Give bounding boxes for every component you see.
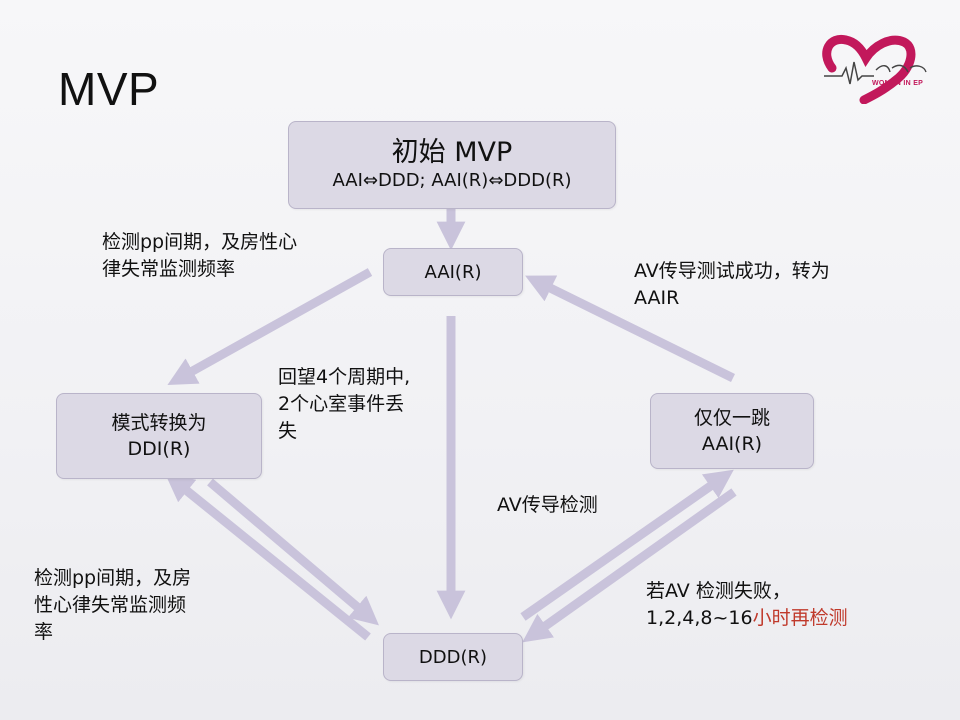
label-bottom-right-line1: 若AV 检测失败， [646,580,791,602]
node-ddd: DDD(R) [383,633,523,681]
arrow-ddi-to-ddd [207,478,379,626]
node-aair-label: AAI(R) [424,261,482,283]
label-bottom-left-line1: 检测pp间期，及房 [34,567,192,589]
women-in-ep-logo [822,34,927,104]
label-top-left-line1: 检测pp间期，及房性心 [102,231,298,253]
arrow-single-to-ddd [522,488,737,643]
node-initial-subtitle: AAI⇔DDD; AAI(R)⇔DDD(R) [332,170,572,191]
label-middle-line3: 失 [278,420,298,442]
label-top-right-line2: AAIR [634,287,680,309]
label-bottom-right: 若AV 检测失败， 1,2,4,8~16小时再检测 [646,578,946,632]
node-initial-title: 初始 MVP [391,137,513,168]
label-bottom-right-hours: 小时再检测 [752,607,848,629]
arrow-aair-to-ddi [167,268,373,386]
node-ddi: 模式转换为 DDI(R) [56,393,262,479]
arrow-ddd-to-ddi [164,472,371,641]
node-initial-mvp: 初始 MVP AAI⇔DDD; AAI(R)⇔DDD(R) [288,121,616,209]
label-top-left-line2: 律失常监测频率 [102,258,236,280]
label-top-right-line1: AV传导测试成功，转为 [634,260,830,282]
node-ddi-line2: DDI(R) [127,438,191,460]
node-single-line1: 仅仅一跳 [693,407,770,429]
label-bottom-right-numbers: 1,2,4,8~16 [646,607,753,629]
label-middle-line1: 回望4个周期中, [278,366,411,388]
label-bottom-right-line2: 1,2,4,8~16小时再检测 [646,605,946,632]
page-title: MVP [58,63,160,115]
label-middle-line2: 2个心室事件丢 [278,393,405,415]
node-single-skip: 仅仅一跳 AAI(R) [650,393,814,469]
node-ddd-label: DDD(R) [418,646,488,668]
node-single-line2: AAI(R) [701,433,763,455]
label-bottom-left-line3: 率 [34,621,54,643]
label-middle: 回望4个周期中, 2个心室事件丢 失 [278,364,458,445]
node-ddi-line1: 模式转换为 [111,412,207,434]
node-aair: AAI(R) [383,248,523,296]
label-top-right: AV传导测试成功，转为 AAIR [634,258,894,312]
label-bottom-left-line2: 性心律失常监测频 [34,594,187,616]
arrow-ddd-to-single [520,469,734,621]
logo-caption: WOMEN IN EP [872,80,924,87]
label-av-test: AV传导检测 [497,494,598,516]
label-top-left: 检测pp间期，及房性心 律失常监测频率 [102,229,362,283]
arrow-single-to-aair [525,275,735,383]
label-bottom-left: 检测pp间期，及房 性心律失常监测频 率 [34,565,244,646]
